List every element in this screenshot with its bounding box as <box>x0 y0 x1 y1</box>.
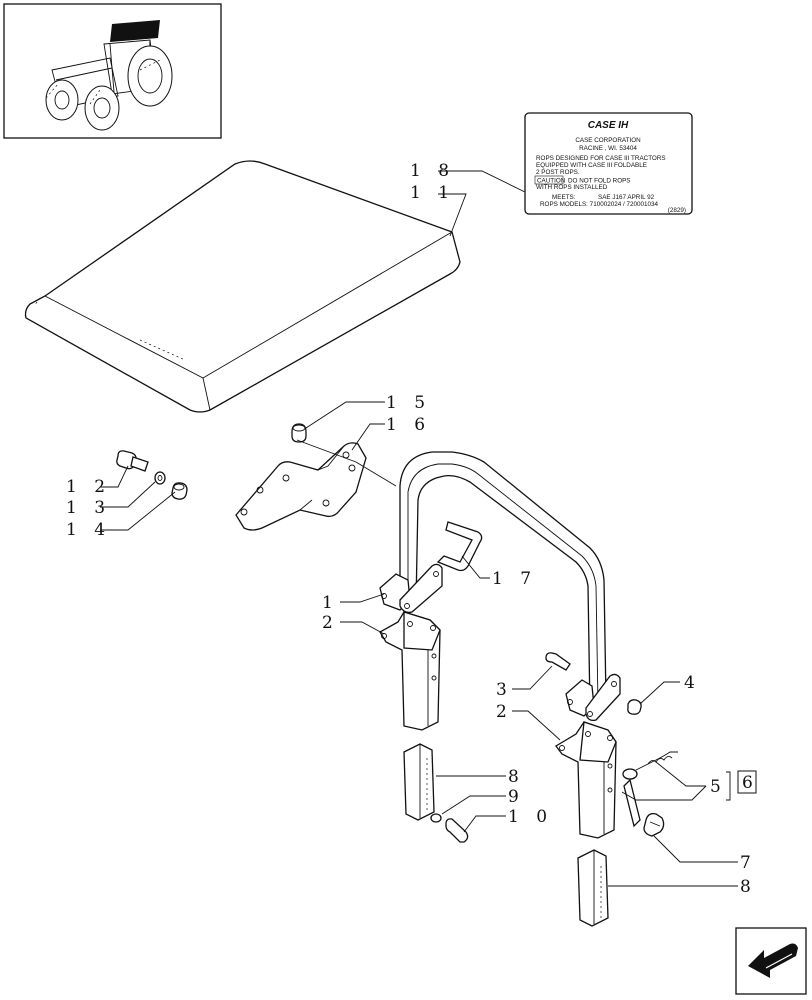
bolt-3 <box>545 652 571 671</box>
callout-12: 1 2 <box>66 477 111 497</box>
callout-10: 1 0 <box>508 807 553 827</box>
decal-caution-text: DO NOT FOLD ROPS <box>568 178 631 185</box>
callout-8-left: 8 <box>508 767 525 787</box>
decal-line-4: EQUIPPED WITH CASE III FOLDABLE <box>536 162 647 169</box>
callout-2-left: 2 <box>322 613 339 633</box>
right-post <box>555 721 617 839</box>
washer-13 <box>154 471 166 485</box>
nut-4 <box>627 699 642 715</box>
decal-meets-label: MEETS: <box>552 194 576 201</box>
callout-7: 7 <box>740 853 757 873</box>
rops-arch <box>379 451 621 722</box>
bolt-12 <box>116 450 149 472</box>
decal-caution-text-2: WITH ROPS INSTALLED <box>536 184 608 191</box>
next-page-arrow-icon[interactable] <box>735 927 807 995</box>
nut-15 <box>291 423 307 443</box>
left-post <box>379 611 441 731</box>
rops-decal: CASE IH CASE CORPORATION RACINE , WI. 53… <box>524 112 693 215</box>
decal-code: (2829) <box>668 207 686 214</box>
decal-meets-text: SAE J167 APRIL 92 <box>598 194 655 201</box>
callout-13: 1 3 <box>66 498 111 518</box>
callout-2-right: 2 <box>496 702 513 722</box>
callout-6: 6 <box>742 773 759 793</box>
callout-5: 5 <box>710 777 727 797</box>
callout-16: 1 6 <box>386 415 431 435</box>
tractor-thumbnail-icon <box>3 3 222 139</box>
washer-9 <box>430 813 442 823</box>
decal-line-5: 2 POST ROPS. <box>536 169 580 176</box>
callout-labels: 1 8 1 1 1 5 1 6 1 2 1 3 1 4 1 7 1 2 3 4 … <box>66 161 759 897</box>
callout-18: 1 8 <box>410 161 455 181</box>
callout-1: 1 <box>322 593 339 613</box>
decal-brand: CASE IH <box>588 120 629 131</box>
u-clip-17 <box>436 521 483 572</box>
callout-14: 1 4 <box>66 520 111 540</box>
canopy-roof <box>24 160 461 413</box>
callout-8-right: 8 <box>740 877 757 897</box>
callout-9: 9 <box>508 787 525 807</box>
callout-4: 4 <box>684 673 701 693</box>
bolt-10 <box>445 818 469 843</box>
clamp-block-right <box>577 849 609 927</box>
decal-caution-label: CAUTION <box>537 178 566 185</box>
decal-line-3: ROPS DESIGNED FOR CASE III TRACTORS <box>536 155 666 162</box>
lock-pin-assembly <box>622 751 678 828</box>
callout-17: 1 7 <box>492 569 537 589</box>
callout-11: 1 1 <box>410 183 455 203</box>
leader-lines <box>100 170 757 887</box>
decal-line-2: RACINE , WI. 53404 <box>579 145 637 152</box>
callout-3: 3 <box>496 680 513 700</box>
decal-line-1: CASE CORPORATION <box>575 137 641 144</box>
callout-15: 1 5 <box>386 393 431 413</box>
clamp-block-left <box>403 743 435 821</box>
mounting-bracket <box>235 442 367 531</box>
knob-7 <box>643 812 665 837</box>
nut-14 <box>171 482 188 500</box>
decal-models: ROPS MODELS: 710002024 / 720001034 <box>540 201 658 208</box>
